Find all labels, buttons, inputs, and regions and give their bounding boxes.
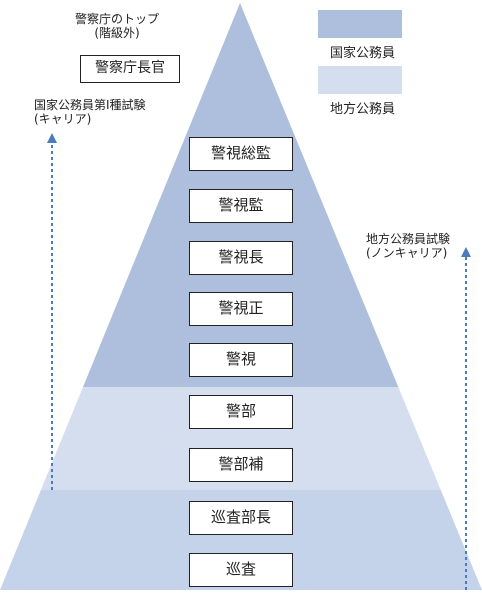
noncareer-label-line2: (ノンキャリア) — [366, 246, 448, 260]
rank-keishicho: 警視長 — [189, 241, 293, 275]
rank-junsa-bucho: 巡査部長 — [189, 501, 293, 535]
top-rank-box: 警察庁長官 — [80, 55, 180, 83]
legend-swatch-local — [318, 66, 402, 94]
rank-keibu: 警部 — [189, 395, 293, 429]
legend-label-national: 国家公務員 — [330, 46, 396, 61]
noncareer-label: 地方公務員試験 (ノンキャリア) — [366, 232, 450, 260]
rank-keishi-sokan: 警視総監 — [189, 137, 293, 171]
legend-swatch-national — [318, 10, 402, 38]
noncareer-label-line1: 地方公務員試験 — [366, 232, 451, 246]
rank-keibuho: 警部補 — [189, 448, 293, 482]
rank-junsa: 巡査 — [189, 553, 293, 587]
rank-keishisei: 警視正 — [189, 292, 293, 326]
career-label-line1: 国家公務員第Ⅰ種試験 — [34, 98, 146, 112]
career-label-line2: (キャリア) — [34, 112, 92, 126]
rank-keishikan: 警視監 — [189, 189, 293, 223]
top-caption-line2: (階級外) — [94, 26, 140, 40]
rank-keishi: 警視 — [189, 343, 293, 377]
career-label: 国家公務員第Ⅰ種試験 (キャリア) — [34, 98, 146, 126]
top-caption: 警察庁のトップ (階級外) — [62, 12, 172, 40]
top-caption-line1: 警察庁のトップ — [74, 12, 159, 26]
legend-label-local: 地方公務員 — [330, 102, 396, 117]
